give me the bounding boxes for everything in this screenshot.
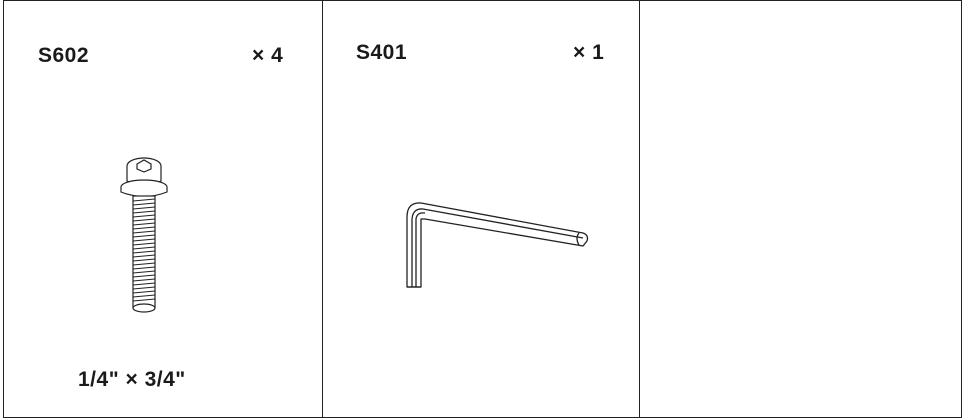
part-size: 1/4" × 3/4" xyxy=(78,368,186,391)
part-cell-s602: S602 × 4 xyxy=(3,0,323,418)
part-code: S401 xyxy=(356,41,408,64)
hex-key-icon xyxy=(406,202,589,288)
part-quantity: × 4 xyxy=(252,44,284,67)
part-quantity: × 1 xyxy=(573,41,605,64)
flange-bolt-icon xyxy=(120,157,168,313)
part-code: S602 xyxy=(38,44,90,67)
empty-part-cell xyxy=(639,0,962,418)
part-cell-s401: S401 × 1 xyxy=(322,0,640,418)
